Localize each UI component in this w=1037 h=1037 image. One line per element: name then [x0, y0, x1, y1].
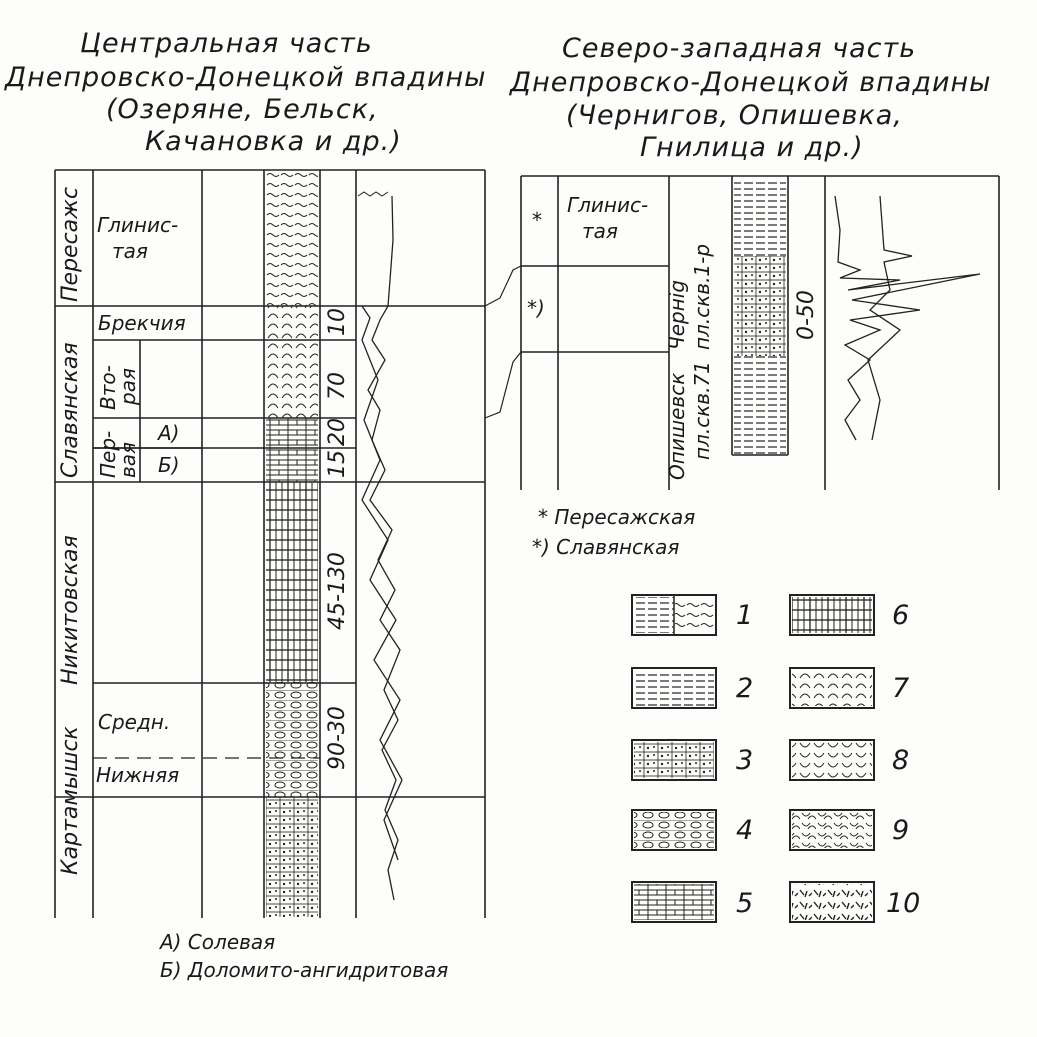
- right-title-line-4: Гнилица и др.): [640, 132, 864, 163]
- right-mark-peresazh: *: [532, 208, 542, 232]
- member-sredn-label: Средн.: [98, 710, 171, 734]
- sub-a-label: А): [158, 421, 180, 445]
- footnote-slavyansk: *) Славянская: [532, 535, 680, 559]
- legend-num-6: 6: [892, 600, 910, 631]
- suite-peresazh-label: Пересажс: [58, 186, 83, 302]
- right-mark-slav: *): [527, 296, 545, 320]
- left-title-line-1: Центральная часть: [80, 28, 373, 59]
- thickness-15: 15: [325, 450, 350, 478]
- member-pervaya-label-2: вая: [116, 441, 140, 478]
- legend-num-9: 9: [892, 815, 910, 846]
- left-title-line-3: (Озеряне, Бельск,: [106, 94, 379, 125]
- member-pervaya-label: Пер-: [96, 430, 120, 478]
- legend-num-10: 10: [886, 888, 921, 919]
- member-glinist-label: Глинис-: [97, 213, 179, 237]
- thickness-70: 70: [325, 372, 350, 400]
- legend-num-5: 5: [736, 888, 754, 919]
- member-vtoraya-label-2: рая: [116, 368, 140, 405]
- right-title-line-1: Северо-западная часть: [562, 33, 917, 64]
- legend-num-1: 1: [736, 600, 754, 631]
- right-title-line-2: Днепровско-Донецкой впадины: [510, 67, 992, 98]
- thickness-10: 10: [325, 308, 350, 336]
- thickness-90-30: 90-30: [325, 706, 350, 770]
- right-title-line-3: (Чернигов, Опишевка,: [566, 100, 903, 131]
- member-nizhn-label: Нижняя: [96, 763, 180, 787]
- right-member-glinist: Глинис-: [567, 193, 649, 217]
- thickness-20: 20: [325, 418, 350, 446]
- footnote-a-salt: А) Солевая: [160, 930, 276, 954]
- legend-num-7: 7: [892, 673, 910, 704]
- suite-slavyansk-label: Славянская: [58, 342, 83, 478]
- suite-nikitovsk-label: Никитовская: [58, 535, 83, 685]
- member-vtoraya-label: Вто-: [96, 365, 120, 410]
- suite-kartamysh-label: Картамышск: [58, 726, 83, 875]
- member-glinist-label-2: тая: [112, 239, 148, 263]
- member-breccia-label: Брекчия: [98, 311, 186, 335]
- well-chernigov-label: Чернig: [665, 279, 689, 350]
- right-thickness-0-50: 0-50: [794, 290, 819, 340]
- footnote-peresazh: * Пересажская: [538, 505, 696, 529]
- footnote-b-dolomite: Б) Доломито-ангидритовая: [160, 958, 449, 982]
- right-member-glinist-2: тая: [582, 219, 618, 243]
- legend-num-4: 4: [736, 815, 754, 846]
- well-chernigov-number: пл.скв.1-р: [690, 243, 714, 350]
- thickness-45-130: 45-130: [325, 552, 350, 630]
- legend-num-3: 3: [736, 745, 754, 776]
- left-title-line-2: Днепровско-Донецкой впадины: [5, 62, 487, 93]
- legend-num-2: 2: [736, 673, 754, 704]
- well-opishevsk-label: Опишевск: [665, 372, 689, 480]
- well-opishevsk-number: пл.скв.71: [690, 361, 714, 460]
- legend-num-8: 8: [892, 745, 910, 776]
- sub-b-label: Б): [158, 453, 180, 477]
- left-title-line-4: Качановка и др.): [145, 126, 402, 157]
